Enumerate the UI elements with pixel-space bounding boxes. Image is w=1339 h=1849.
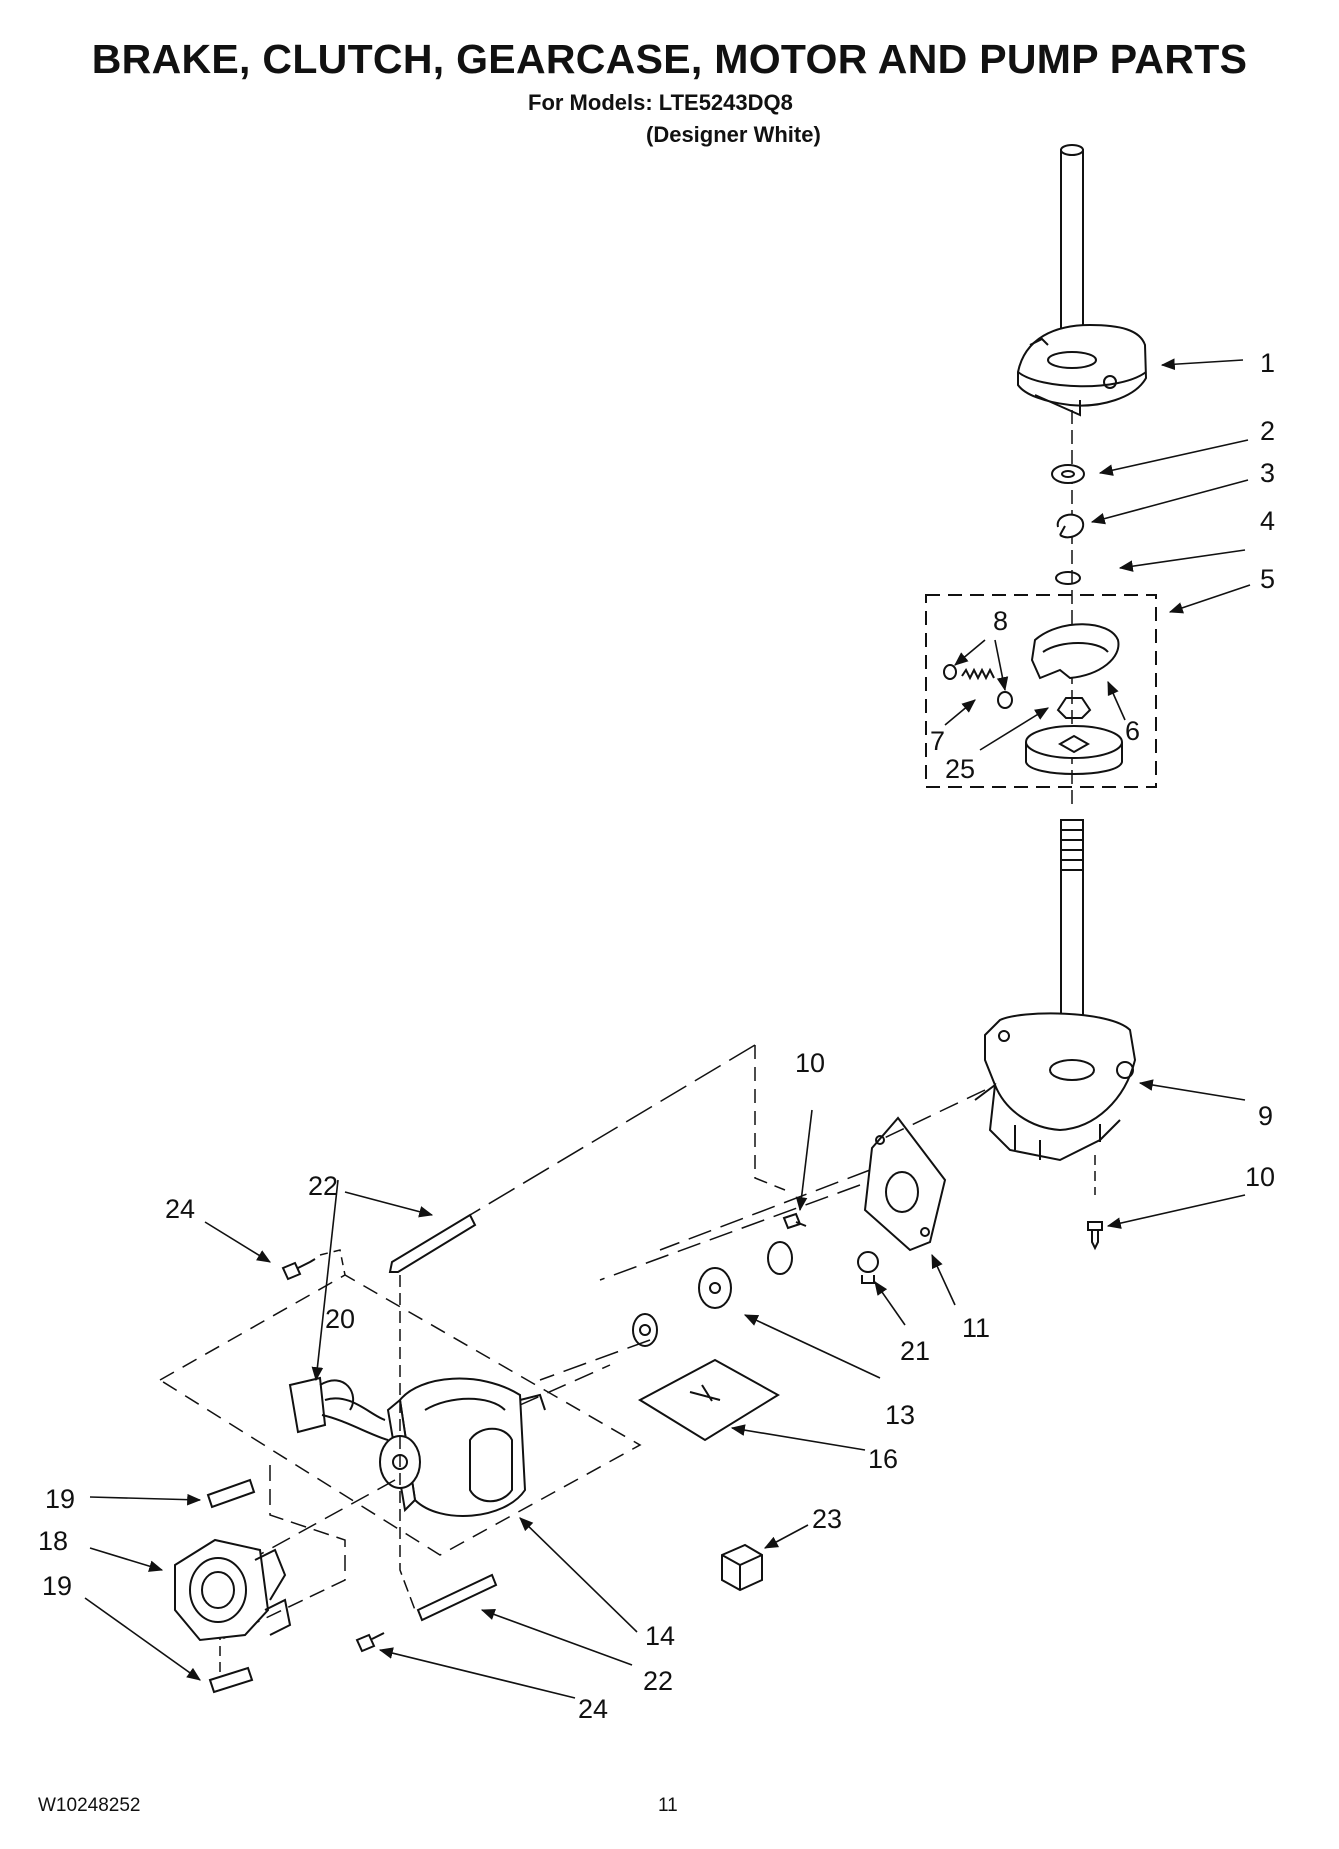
- part-clip-lower: [208, 1666, 254, 1694]
- document-number: W10248252: [38, 1795, 141, 1816]
- model-color: (Designer White): [646, 122, 821, 147]
- callout-3: 3: [1260, 458, 1275, 488]
- callout-19-upper: 19: [45, 1484, 75, 1514]
- callout-21: 21: [900, 1336, 930, 1366]
- part-screw-right: [1087, 1221, 1103, 1251]
- callout-20: 20: [325, 1304, 355, 1334]
- clutch-assembly-box: [925, 594, 1157, 788]
- part-snap-ring: [1055, 571, 1081, 585]
- part-harness-lower: [416, 1573, 498, 1622]
- part-clutch-spline: [1056, 697, 1092, 719]
- part-clutch-band: [1030, 623, 1120, 680]
- part-brake-cam-shaft: [1017, 144, 1148, 417]
- callout-10-left: 10: [795, 1048, 825, 1078]
- part-washer: [1051, 464, 1085, 484]
- callout-8: 8: [993, 606, 1008, 636]
- callout-4: 4: [1260, 506, 1275, 536]
- page-title: BRAKE, CLUTCH, GEARCASE, MOTOR AND PUMP …: [91, 36, 1248, 82]
- callout-22-upper: 22: [308, 1171, 338, 1201]
- callout-24-upper: 24: [165, 1194, 195, 1224]
- callout-7: 7: [930, 726, 945, 756]
- callout-23: 23: [812, 1504, 842, 1534]
- callout-25: 25: [945, 754, 975, 784]
- part-switch: [288, 1376, 389, 1441]
- callout-11: 11: [962, 1313, 990, 1343]
- callout-9: 9: [1258, 1101, 1273, 1131]
- model-number: For Models: LTE5243DQ8: [528, 90, 793, 115]
- part-motor: [379, 1377, 546, 1517]
- part-clip-upper: [206, 1478, 256, 1509]
- part-screw-24-upper: [281, 1258, 316, 1281]
- callout-2: 2: [1260, 416, 1275, 446]
- callout-22-lower: 22: [643, 1666, 673, 1696]
- callout-19-lower: 19: [42, 1571, 72, 1601]
- part-clutch-pulley: [1025, 725, 1123, 775]
- callout-labels: 1 2 3 4 5 8 6 7 25 9 10 10 11 21 13 16 2…: [38, 348, 1275, 1724]
- callout-14: 14: [645, 1621, 675, 1651]
- page-number: 11: [658, 1795, 678, 1816]
- part-harness-upper: [388, 1213, 477, 1273]
- motor-dashed-outline: [158, 1274, 642, 1556]
- part-foam-block: [721, 1543, 763, 1592]
- callout-18: 18: [38, 1526, 68, 1556]
- callout-16: 16: [868, 1444, 898, 1474]
- part-screw-24-lower: [355, 1632, 385, 1653]
- part-screw-left: [782, 1212, 807, 1230]
- leader-lines: [84, 358, 1251, 1699]
- callout-5: 5: [1260, 564, 1275, 594]
- part-mounting-plate: [863, 1116, 947, 1252]
- part-pump: [174, 1538, 292, 1642]
- callout-10-right: 10: [1245, 1162, 1275, 1192]
- part-coupler: [632, 1241, 793, 1347]
- callout-1: 1: [1260, 348, 1275, 378]
- part-plug: [857, 1251, 880, 1284]
- callout-13: 13: [885, 1400, 915, 1430]
- part-shoe: [943, 664, 957, 680]
- callout-6: 6: [1125, 716, 1140, 746]
- part-spring: [961, 667, 995, 681]
- callout-24-lower: 24: [578, 1694, 608, 1724]
- part-gearcase: [974, 819, 1137, 1162]
- part-pad: [637, 1358, 780, 1442]
- part-retainer: [1056, 513, 1085, 539]
